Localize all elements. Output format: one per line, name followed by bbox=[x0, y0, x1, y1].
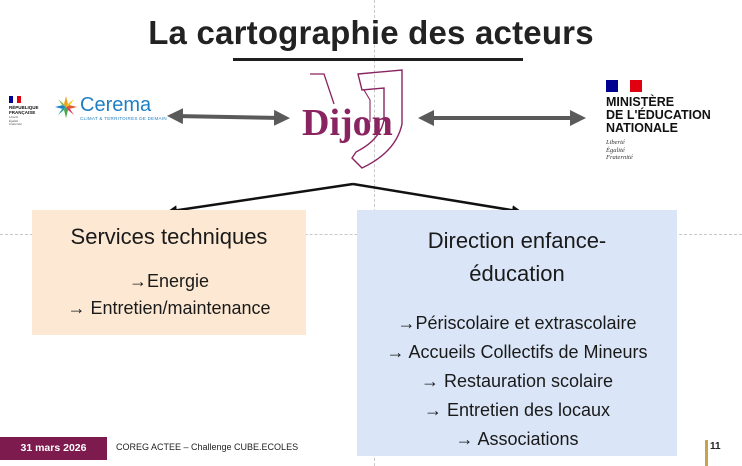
ministere-motto: Liberté Égalité Fraternité bbox=[606, 139, 633, 161]
page-number: 11 bbox=[710, 441, 721, 452]
slide-title: La cartographie des acteurs bbox=[148, 14, 594, 51]
republique-francaise-logo: RÉPUBLIQUE FRANÇAISE Liberté Égalité Fra… bbox=[9, 96, 43, 127]
list-item: → Entretien des locaux bbox=[423, 400, 611, 420]
services-techniques-box: Services techniques →Energie → Entretien… bbox=[32, 210, 306, 335]
direction-enfance-list: →Périscolaire et extrascolaire → Accueil… bbox=[357, 309, 677, 454]
footer-date-badge: 31 mars 2026 bbox=[0, 437, 107, 460]
french-flag-icon bbox=[606, 80, 642, 92]
services-techniques-title: Services techniques bbox=[70, 224, 268, 249]
services-techniques-list: →Energie → Entretien/maintenance bbox=[32, 268, 306, 322]
cerema-star-icon bbox=[55, 96, 77, 118]
cerema-name: Cerema bbox=[80, 94, 152, 116]
ministere-name: MINISTÈRE DE L'ÉDUCATION NATIONALE bbox=[606, 95, 711, 135]
dijon-services-arrow bbox=[167, 182, 354, 216]
dijon-direction-arrow bbox=[352, 182, 522, 216]
dijon-logo: Dijon bbox=[302, 69, 403, 169]
direction-enfance-box: Direction enfance-éducation →Périscolair… bbox=[357, 210, 677, 456]
ministere-education-logo: MINISTÈRE DE L'ÉDUCATION NATIONALE Liber… bbox=[606, 80, 736, 162]
cerema-logo: Cerema CLIMAT & TERRITOIRES DE DEMAIN bbox=[54, 94, 167, 127]
republique-motto: Liberté Égalité Fraternité bbox=[9, 115, 22, 127]
list-item: → Associations bbox=[455, 429, 579, 449]
list-item: → Entretien/maintenance bbox=[67, 298, 271, 318]
list-item: →Périscolaire et extrascolaire bbox=[397, 313, 637, 333]
cerema-dijon-arrow bbox=[167, 108, 290, 126]
footer-text: COREG ACTEE – Challenge CUBE.ECOLES bbox=[116, 442, 299, 452]
republique-name: RÉPUBLIQUE FRANÇAISE bbox=[9, 105, 39, 115]
french-flag-icon bbox=[9, 96, 21, 103]
list-item: → Restauration scolaire bbox=[420, 371, 614, 391]
page-number-bar bbox=[705, 440, 708, 466]
list-item: →Energie bbox=[128, 271, 210, 291]
dijon-wordmark: Dijon bbox=[302, 102, 393, 144]
direction-enfance-title: Direction enfance-éducation bbox=[427, 228, 607, 286]
list-item: → Accueils Collectifs de Mineurs bbox=[386, 342, 648, 362]
title-underline bbox=[233, 58, 523, 61]
cerema-tagline: CLIMAT & TERRITOIRES DE DEMAIN bbox=[80, 116, 167, 121]
